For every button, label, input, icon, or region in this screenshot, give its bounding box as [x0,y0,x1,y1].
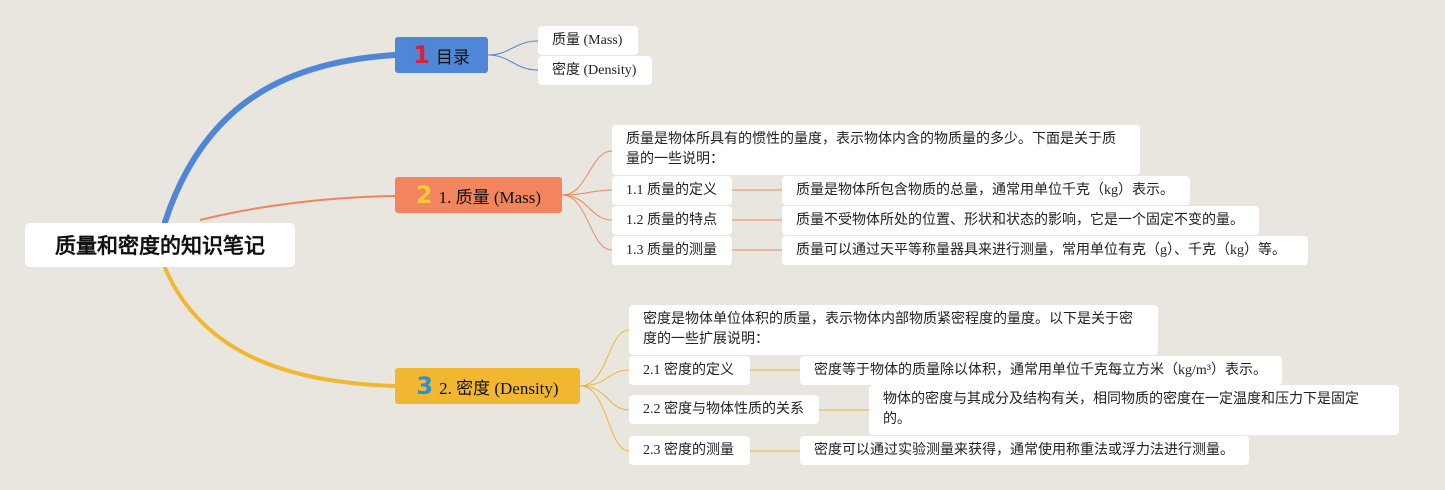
mass-intro[interactable]: 质量是物体所具有的惯性的量度，表示物体内含的物质量的多少。下面是关于质量的一些说… [612,125,1140,175]
mass-item-definition[interactable]: 1.1 质量的定义 [612,176,732,205]
branch-density-label: 2. 密度 (Density) [439,378,559,398]
branch-mass-label: 1. 质量 (Mass) [438,187,542,207]
branch-mass[interactable]: 2 1. 质量 (Mass) [395,177,562,213]
link-b2-item3 [561,194,613,251]
branch-toc[interactable]: 1 目录 [395,37,488,73]
number-1-icon: 1 [413,41,430,69]
density-detail-measure[interactable]: 密度可以通过实验测量来获得，通常使用称重法或浮力法进行测量。 [800,436,1249,465]
mass-detail-features[interactable]: 质量不受物体所处的位置、形状和状态的影响，它是一个固定不变的量。 [782,206,1259,235]
link-b2-item1 [561,189,613,196]
link-b2-intro [561,150,613,196]
density-detail-properties[interactable]: 物体的密度与其成分及结构有关，相同物质的密度在一定温度和压力下是固定的。 [869,385,1399,435]
density-item-measure[interactable]: 2.3 密度的测量 [629,436,750,465]
link-b2-item2 [561,194,613,221]
toc-item-mass[interactable]: 质量 (Mass) [538,26,638,55]
mass-detail-definition[interactable]: 质量是物体所包含物质的总量，通常用单位千克（kg）表示。 [782,176,1190,205]
link-root-branch3 [163,266,397,388]
mass-detail-measure[interactable]: 质量可以通过天平等称量器具来进行测量，常用单位有克（g）、千克（kg）等。 [782,236,1308,265]
branch-toc-label: 目录 [435,47,470,67]
link-b3-item3 [579,385,630,452]
density-detail-definition[interactable]: 密度等于物体的质量除以体积，通常用单位千克每立方米（kg/m³）表示。 [800,356,1282,385]
density-item-properties[interactable]: 2.2 密度与物体性质的关系 [629,395,819,424]
number-2-icon: 2 [415,181,433,209]
link-b3-item2 [579,385,630,411]
root-topic[interactable]: 质量和密度的知识笔记 [25,223,295,267]
toc-item-density[interactable]: 密度 (Density) [538,56,652,85]
branch-density[interactable]: 3 2. 密度 (Density) [395,368,580,404]
number-3-icon: 3 [416,372,434,400]
mass-item-features[interactable]: 1.2 质量的特点 [612,206,732,235]
link-b1-item1 [487,40,539,56]
link-b3-item1 [579,369,630,387]
density-item-definition[interactable]: 2.1 密度的定义 [629,356,750,385]
root-title: 质量和密度的知识笔记 [55,234,265,258]
mass-item-measure[interactable]: 1.3 质量的测量 [612,236,732,265]
link-b1-item2 [487,54,539,71]
link-root-branch1 [162,52,398,225]
link-root-branch2 [199,195,396,221]
density-intro[interactable]: 密度是物体单位体积的质量，表示物体内部物质紧密程度的量度。以下是关于密度的一些扩… [629,305,1158,355]
link-b3-intro [579,329,630,387]
